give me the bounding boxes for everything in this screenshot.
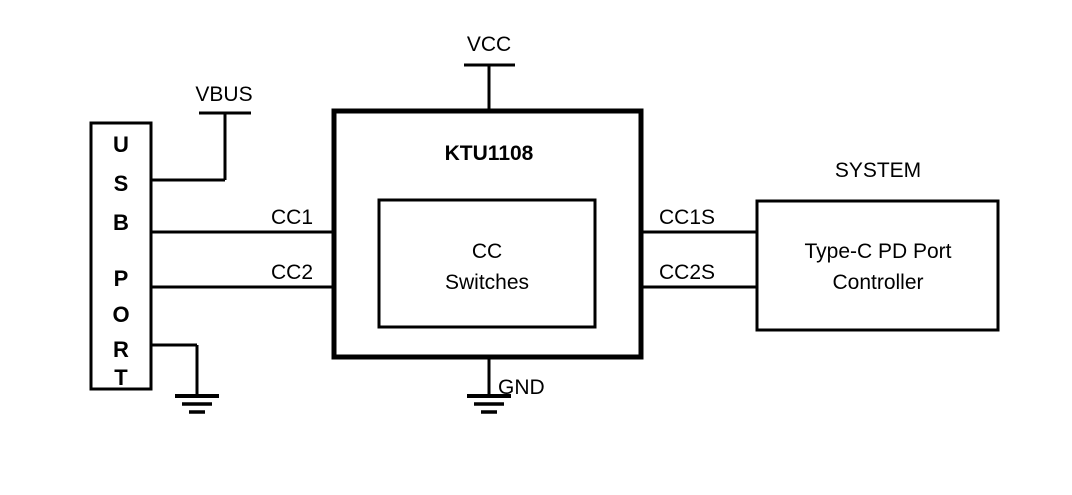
vbus-label: VBUS — [195, 83, 252, 106]
usb-port-letter-u: U — [113, 132, 129, 157]
usb-port-letter-o: O — [112, 302, 129, 327]
gnd-label: GND — [498, 376, 545, 399]
cc1-label: CC1 — [271, 206, 313, 229]
system-label: SYSTEM — [835, 159, 921, 182]
ktu1108-label: KTU1108 — [445, 142, 534, 165]
ground-symbol-usb — [175, 394, 219, 414]
ground-symbol-chip — [467, 394, 511, 414]
usb-port-letter-p: P — [114, 266, 129, 291]
type-c-pd-port-controller-block — [755, 199, 1000, 332]
cc-switches-label-line2: Switches — [445, 271, 529, 294]
controller-label-line2: Controller — [832, 271, 923, 294]
cc-switches-label-line1: CC — [472, 240, 502, 263]
cc2-label: CC2 — [271, 261, 313, 284]
usb-port-letter-r: R — [113, 337, 129, 362]
usb-port-letter-b: B — [113, 210, 129, 235]
usb-port-letter-t: T — [114, 365, 128, 390]
usb-port-letter-s: S — [114, 171, 129, 196]
vcc-label: VCC — [467, 33, 511, 56]
cc-switches-block — [377, 198, 597, 329]
cc1s-label: CC1S — [659, 206, 715, 229]
cc2s-label: CC2S — [659, 261, 715, 284]
usb-port-block — [89, 121, 153, 391]
controller-label-line1: Type-C PD Port — [804, 240, 951, 263]
